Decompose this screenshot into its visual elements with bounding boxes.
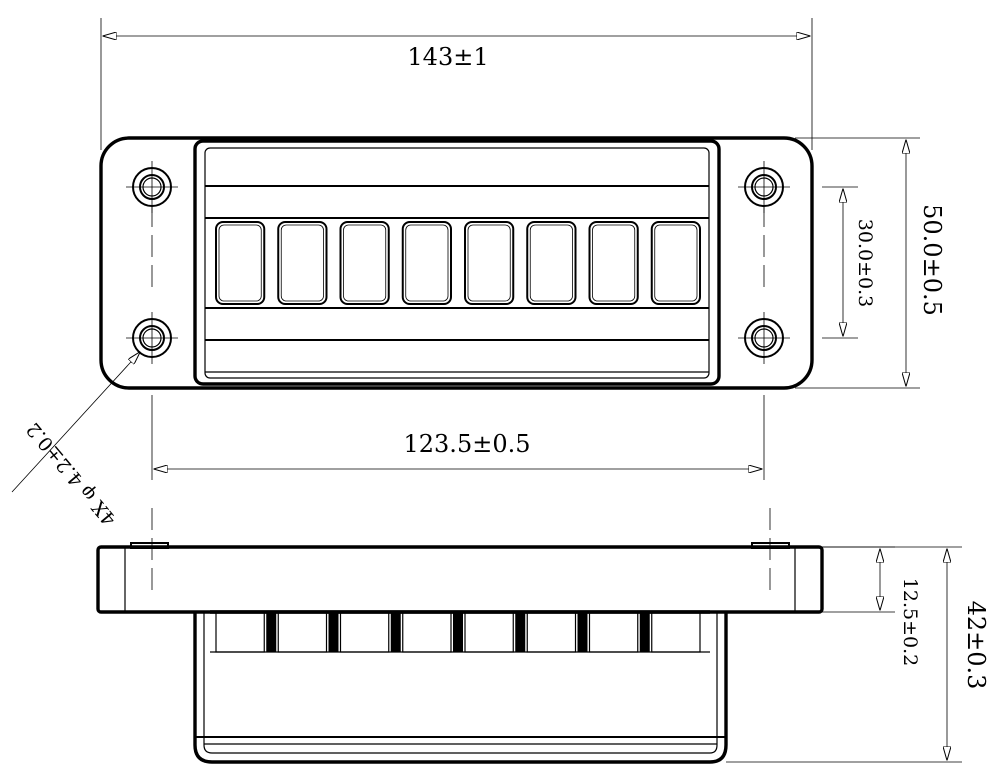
dim-label-flange-thickness: 12.5±0.2 [899, 578, 921, 666]
port-divider [639, 612, 650, 652]
body-side [193, 612, 728, 764]
port-top [277, 221, 328, 305]
port-top-inner [218, 224, 262, 302]
projection-lines [151, 205, 771, 598]
mounting-hole [738, 312, 790, 364]
port-top-inner [467, 224, 511, 302]
port-divider [328, 612, 339, 652]
port-side [215, 611, 265, 653]
dim-overall-length: 143±1 [100, 18, 813, 150]
port-side [402, 611, 452, 653]
port-divider [515, 612, 526, 652]
dim-overall-depth: 42±0.3 [726, 546, 990, 763]
port-divider [266, 612, 277, 652]
port-divider [390, 612, 401, 652]
port-side [277, 611, 328, 653]
port-top [464, 221, 515, 305]
port-top-inner [654, 224, 698, 302]
port-top [588, 221, 639, 305]
port-divider [453, 612, 463, 652]
port-top-inner [405, 224, 449, 302]
dim-flange-thickness: 12.5±0.2 [822, 546, 921, 666]
port-top [650, 221, 701, 305]
mounting-hole [126, 312, 178, 364]
hole-callout: 4X φ 4.2±0.2 [11, 352, 140, 530]
port-row-top [215, 221, 701, 305]
port-side [651, 611, 701, 653]
flange-outline [99, 136, 814, 390]
dim-overall-height: 50.0±0.5 [795, 137, 946, 389]
port-top [401, 221, 452, 305]
port-side [526, 611, 577, 653]
port-side [588, 611, 639, 653]
hole-callout-label: 4X φ 4.2±0.2 [22, 418, 121, 530]
dim-label-overall-depth: 42±0.3 [962, 601, 990, 690]
port-side [339, 611, 390, 653]
port-top-inner [343, 224, 387, 302]
side-view [96, 542, 824, 764]
port-top [339, 221, 390, 305]
screw-head [751, 542, 790, 549]
port-top [526, 221, 577, 305]
dim-hole-spacing: 123.5±0.5 [151, 395, 765, 480]
flange-side [96, 545, 824, 614]
dim-label-hole-spacing: 123.5±0.5 [404, 430, 531, 458]
top-view [99, 136, 814, 390]
port-divider [577, 612, 588, 652]
dim-label-hole-pitch: 30.0±0.3 [854, 219, 876, 307]
port-top-inner [592, 224, 636, 302]
screw-head [130, 542, 169, 549]
housing-inner [204, 147, 710, 379]
dim-hole-pitch-vertical: 30.0±0.3 [822, 186, 876, 339]
dim-label-overall-length: 143±1 [407, 43, 488, 71]
housing-outer [193, 139, 721, 386]
port-top-inner [529, 224, 573, 302]
port-row-side [215, 611, 701, 653]
port-side [464, 611, 514, 653]
port-top [215, 221, 266, 305]
dim-label-overall-height: 50.0±0.5 [918, 204, 946, 316]
port-top-inner [280, 224, 324, 302]
